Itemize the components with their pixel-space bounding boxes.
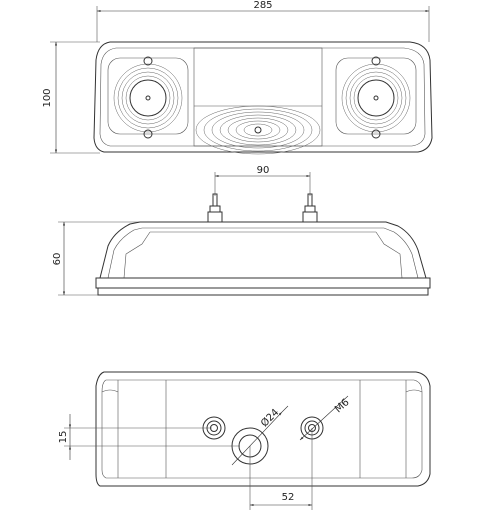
- left-lamp: [107, 56, 189, 139]
- side-view: 90 60: [52, 165, 431, 296]
- screw-icon: [371, 129, 381, 139]
- depth-dimension-label: 60: [52, 253, 63, 266]
- right-lamp: [335, 56, 417, 139]
- screw-icon: [143, 56, 153, 66]
- screw-icon: [371, 56, 381, 66]
- front-view: 285 100: [42, 0, 433, 155]
- hole-offset-label: 15: [58, 431, 69, 444]
- base-plate: [95, 277, 431, 289]
- height-dimension-label: 100: [42, 88, 53, 107]
- hole-spacing-label: 52: [282, 492, 295, 503]
- rear-housing-outline: [95, 371, 431, 487]
- rear-view: 15 52 Ø24 M6: [58, 371, 431, 510]
- side-body-outline: [99, 221, 427, 279]
- center-window: [193, 47, 323, 147]
- width-dimension-label: 285: [253, 0, 272, 11]
- terminal-right: [302, 193, 318, 223]
- housing-outline: [93, 41, 433, 153]
- terminal-spacing-label: 90: [257, 165, 270, 176]
- screw-icon: [143, 129, 153, 139]
- terminal-left: [207, 193, 223, 223]
- thread-label: M6: [333, 397, 352, 415]
- fresnel-lens: [195, 105, 321, 155]
- hole-diameter-label: Ø24: [258, 406, 281, 429]
